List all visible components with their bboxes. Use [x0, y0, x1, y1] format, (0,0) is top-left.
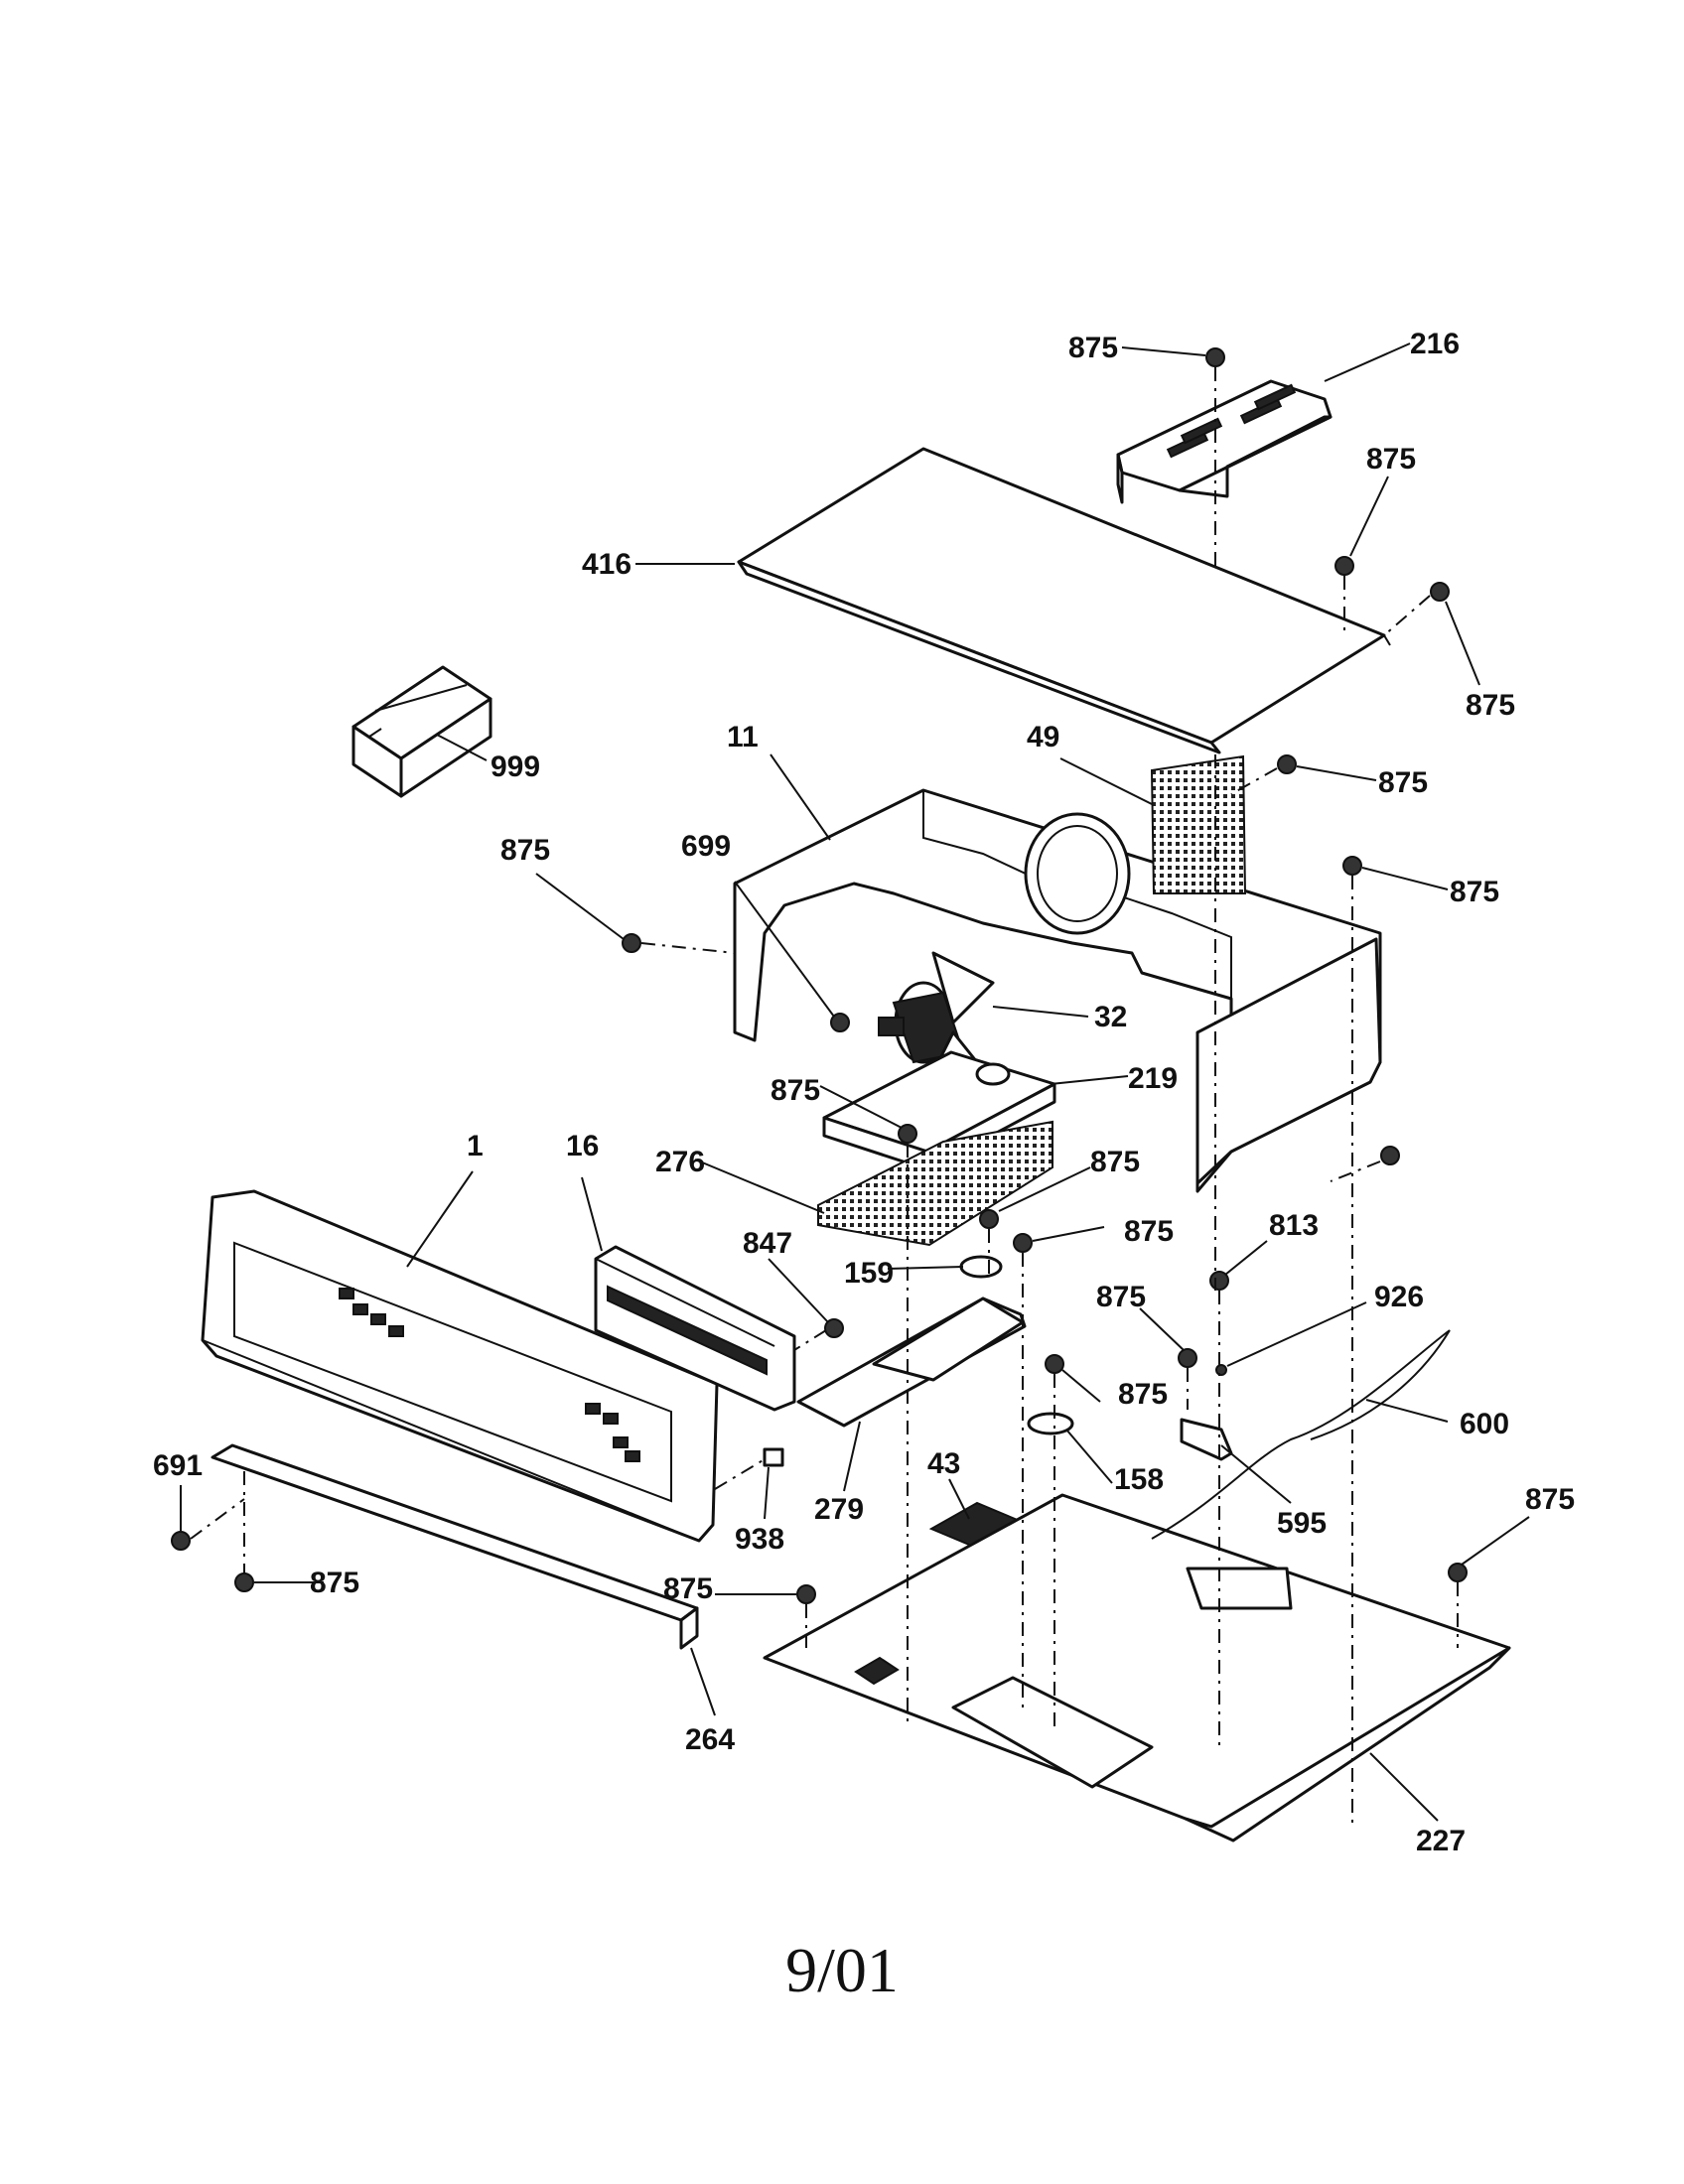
label-264: 264 [685, 1723, 735, 1756]
part-264-trim [210, 1443, 699, 1650]
part-16-control-board [594, 1245, 796, 1412]
label-875: 875 [310, 1567, 359, 1599]
part-216-vent-cover [1116, 379, 1333, 504]
date-code: 9/01 [785, 1935, 899, 2005]
label-276: 276 [655, 1146, 705, 1178]
label-600: 600 [1460, 1408, 1509, 1440]
part-595-clamp [1180, 1418, 1233, 1461]
label-999: 999 [491, 751, 540, 783]
label-875: 875 [663, 1572, 713, 1605]
label-699: 699 [681, 830, 731, 863]
label-875: 875 [771, 1074, 820, 1107]
screws [171, 347, 1468, 1604]
label-875: 875 [1096, 1281, 1146, 1313]
part-416-top-panel [737, 447, 1391, 754]
label-875: 875 [1366, 443, 1416, 476]
label-1: 1 [467, 1130, 484, 1162]
label-227: 227 [1416, 1825, 1466, 1857]
label-11: 11 [727, 721, 759, 753]
label-875: 875 [1090, 1146, 1140, 1178]
label-875: 875 [1068, 332, 1118, 364]
part-227-base-pan [763, 1493, 1511, 1843]
label-159: 159 [844, 1257, 894, 1290]
part-158-switch [1027, 1412, 1074, 1435]
leader-lines [180, 342, 1530, 1822]
label-875: 875 [1124, 1215, 1174, 1248]
label-875: 875 [1450, 876, 1499, 908]
label-938: 938 [735, 1523, 784, 1556]
label-875: 875 [1525, 1483, 1575, 1516]
label-416: 416 [582, 548, 632, 581]
label-875: 875 [1378, 766, 1428, 799]
label-875: 875 [500, 834, 550, 867]
label-875: 875 [1118, 1378, 1168, 1411]
label-219: 219 [1128, 1062, 1178, 1095]
label-49: 49 [1027, 721, 1059, 753]
label-875: 875 [1466, 689, 1515, 722]
label-691: 691 [153, 1449, 203, 1482]
label-595: 595 [1277, 1507, 1327, 1540]
part-276-insulation [817, 1120, 1053, 1247]
label-32: 32 [1094, 1001, 1127, 1033]
label-279: 279 [814, 1493, 864, 1526]
part-49-screen [1150, 754, 1247, 894]
part-999-box [351, 665, 492, 798]
label-43: 43 [927, 1447, 960, 1480]
alignment-lines [190, 367, 1459, 1827]
label-16: 16 [566, 1130, 599, 1162]
label-158: 158 [1114, 1463, 1164, 1496]
part-1-control-panel [201, 1189, 719, 1543]
part-600-harness [1151, 1329, 1451, 1540]
part-159-switch [959, 1255, 1003, 1279]
label-847: 847 [743, 1227, 792, 1260]
part-279-plate [796, 1297, 1027, 1428]
label-216: 216 [1410, 328, 1460, 360]
part-938-clip [763, 1447, 784, 1467]
label-926: 926 [1374, 1281, 1424, 1313]
part-labels: 875 216 875 416 875 999 11 49 875 875 69… [153, 328, 1575, 1857]
label-813: 813 [1269, 1209, 1319, 1242]
part-32-fan-motor [878, 951, 995, 1084]
